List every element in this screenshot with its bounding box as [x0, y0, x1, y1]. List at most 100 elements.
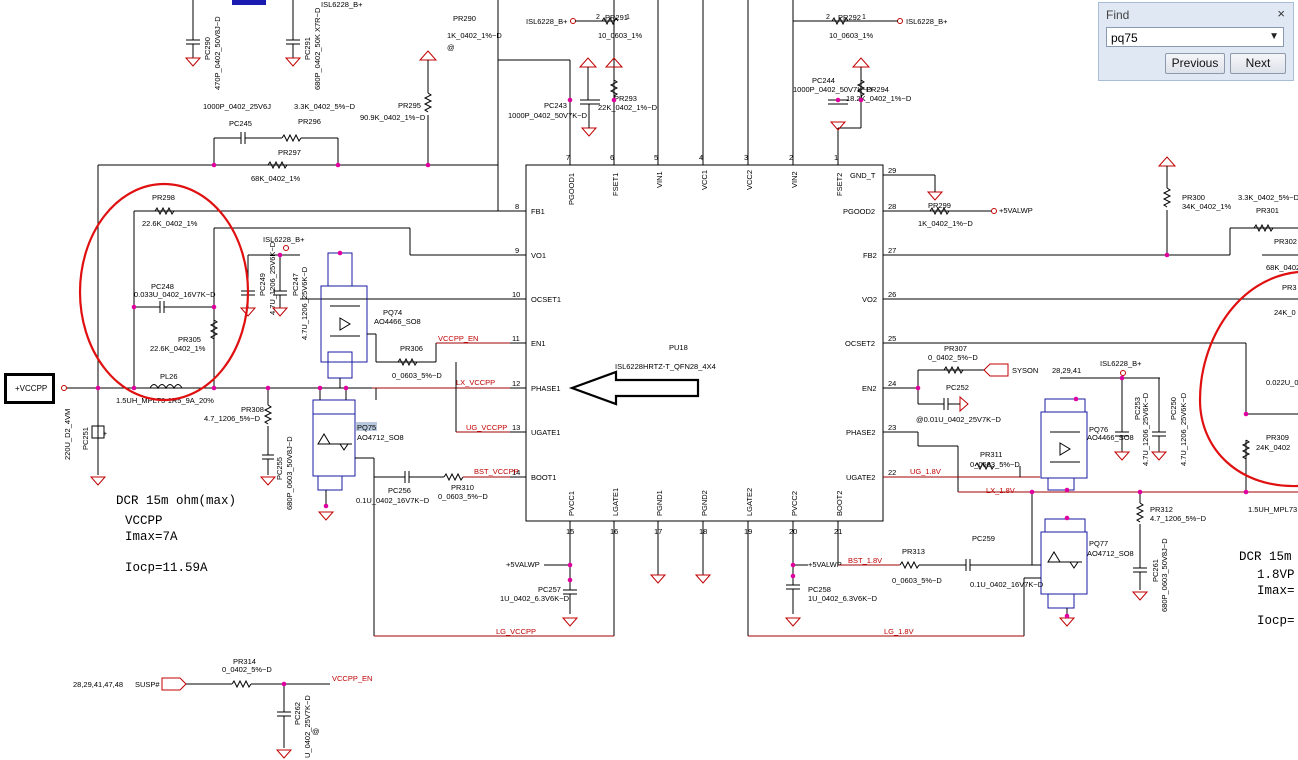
pr313-val: 0_0603_5%~D [892, 576, 942, 585]
isl-b-pr291: ISL6228_B+ [526, 17, 568, 26]
pc245-val: 1000P_0402_25V6J [203, 102, 271, 111]
pr297-ref: PR297 [278, 148, 301, 157]
valwp-pc258: +5VALWP [808, 560, 842, 569]
pr295-ref: PR295 [398, 101, 421, 110]
pc258-val: 1U_0402_6.3V6K~D [808, 594, 878, 603]
pr307-ref: PR307 [944, 344, 967, 353]
pr300-ref: PR300 [1182, 193, 1205, 202]
ground-symbol [959, 395, 969, 413]
ic-right-pins: GND_T 29 PGOOD2 28 FB2 27 VO2 26 OCSET2 … [843, 166, 1298, 482]
pin-pvcc1-num: 15 [566, 527, 574, 536]
ground-symbol [829, 121, 847, 131]
pc259-ref: PC259 [972, 534, 995, 543]
pq74-pins-top [327, 252, 353, 287]
pr292-ref: PR292 [838, 13, 861, 22]
junction-dots [95, 97, 1249, 687]
pr305-val: 22.6K_0402_1% [150, 344, 206, 353]
pr312-ref: PR312 [1150, 505, 1173, 514]
pr293-val: 22K_0402_1%~D [598, 103, 658, 112]
right-022u: 0.022U_0 [1266, 378, 1298, 387]
ground-symbol [184, 57, 202, 67]
pin-gnd-t: GND_T [850, 171, 876, 180]
syson-port [983, 363, 1009, 377]
pq74-ref: PQ74 [383, 308, 402, 317]
pr300-val: 34K_0402_1% [1182, 202, 1232, 211]
pr293-ref: PR293 [614, 94, 637, 103]
pin-phase1-num: 12 [512, 379, 520, 388]
pq76-val: AO4466_SO8 [1087, 433, 1134, 442]
pin-lgate2-num: 19 [744, 527, 752, 536]
ground-symbol [926, 191, 944, 201]
pin-pvcc1: PVCC1 [567, 491, 576, 516]
net-ug-vccpp: UG_VCCPP [466, 423, 507, 432]
pr301-ref: PR301 [1256, 206, 1279, 215]
pq77-pins-top [1044, 518, 1086, 533]
chevron-down-icon[interactable]: ▼ [1269, 31, 1279, 42]
note-left-dcr: DCR 15m ohm(max) [116, 494, 236, 508]
close-icon[interactable]: × [1277, 6, 1285, 21]
pc249-ref: PC249 [258, 273, 267, 296]
pq75-ref: PQ75 [357, 423, 376, 432]
pr291-val: 10_0603_1% [598, 31, 643, 40]
net-bst-18v: BST_1.8V [848, 556, 882, 565]
vccpp-port-box: +VCCPP [4, 373, 55, 404]
note-right-dcr: DCR 15m [1239, 550, 1292, 564]
pq77-pins-bottom [1047, 593, 1075, 609]
right-15uh: 1.5UH_MPL73 [1248, 505, 1297, 514]
pin-vin1-num: 5 [654, 153, 658, 162]
pin-en2-num: 24 [888, 379, 896, 388]
ground-symbol [284, 57, 302, 67]
power-arrow [1157, 156, 1177, 167]
ground-symbol [259, 476, 277, 486]
pr306-val: 0_0603_5%~D [392, 371, 442, 380]
net-vccpp-en: VCCPP_EN [438, 334, 478, 343]
pc251-body [91, 425, 105, 439]
pin-pgood2: PGOOD2 [843, 207, 875, 216]
pr299-ref: PR299 [928, 201, 951, 210]
pq77-val: AO4712_SO8 [1087, 549, 1134, 558]
pr290-val: 1K_0402_1%~D [447, 31, 502, 40]
pc245-ref: PC245 [229, 119, 252, 128]
pc258-ref: PC258 [808, 585, 831, 594]
right-24k: 24K_0 [1274, 308, 1296, 317]
pc249-val: 4.7U_1206_25V6K~D [268, 241, 277, 315]
net-port-circle [570, 18, 576, 24]
highlight-ring-left [78, 182, 250, 402]
pin-boot1: BOOT1 [531, 473, 556, 482]
pin-vo2-num: 26 [888, 290, 896, 299]
ground-symbol [317, 511, 335, 521]
pq77-body [1040, 531, 1088, 595]
pin-pgood1: PGOOD1 [567, 173, 576, 205]
pin-vcc1: VCC1 [700, 170, 709, 190]
pr291-ref: PR291 [605, 13, 628, 22]
pin-ocset2: OCSET2 [845, 339, 875, 348]
pin-vin1: VIN1 [655, 171, 664, 188]
pc261-ref: PC261 [1151, 559, 1160, 582]
pr294-ref: PR294 [866, 85, 889, 94]
ground-symbol [580, 127, 598, 137]
pin-vin2-num: 2 [789, 153, 793, 162]
pr295-val: 90.9K_0402_1%~D [360, 113, 426, 122]
valwp-pc257: +5VALWP [506, 560, 540, 569]
find-title: Find [1106, 8, 1130, 22]
net-ug-18v: UG_1.8V [910, 467, 941, 476]
pinnum: + [103, 431, 107, 438]
power-arrow [604, 57, 624, 68]
pc291-ref: PC291 [303, 37, 312, 60]
ic-bottom-pins: PVCC1 15 LGATE1 16 PGND1 17 PGND2 18 LGA… [566, 488, 844, 636]
isl-b-pr292: ISL6228_B+ [906, 17, 948, 26]
pinnum: 1 [626, 14, 630, 21]
next-button[interactable]: Next [1230, 53, 1286, 74]
find-query-value[interactable]: pq75 [1111, 31, 1138, 45]
previous-button[interactable]: Previous [1165, 53, 1225, 74]
pc259-val: 0.1U_0402_16V7K~D [970, 580, 1044, 589]
pc291-val: 680P_0402_50K X7R~D [313, 7, 322, 90]
find-search-input[interactable]: pq75 ▼ [1106, 27, 1284, 47]
ic-part: ISL6228HRTZ-T_QFN28_4X4 [615, 362, 716, 371]
pin-fset1: FSET1 [611, 173, 620, 196]
pin-vcc1-num: 4 [699, 153, 703, 162]
pin-ugate2-num: 22 [888, 468, 896, 477]
pin-pvcc2: PVCC2 [790, 491, 799, 516]
pq77-ref: PQ77 [1089, 539, 1108, 548]
pr299-val: 1K_0402_1%~D [918, 219, 973, 228]
